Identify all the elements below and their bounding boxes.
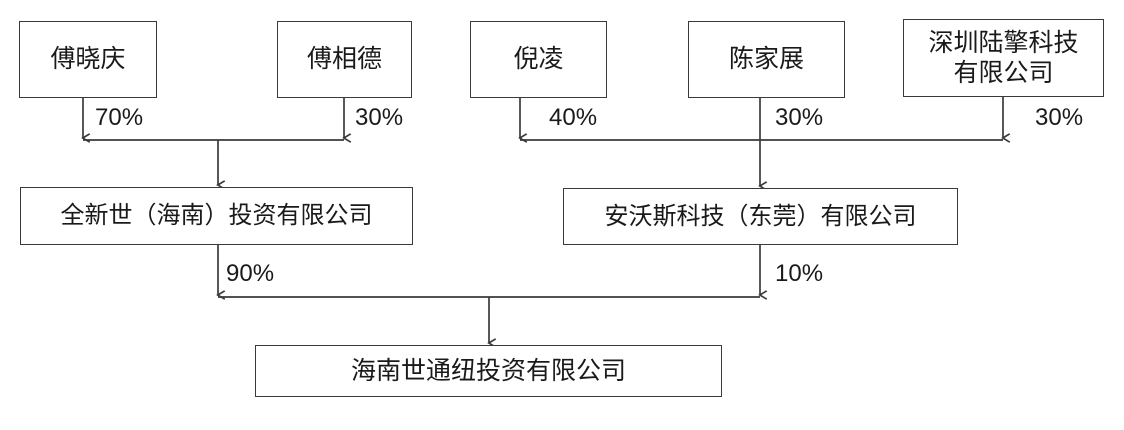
node-fu-xiangde[interactable]: 傅相德 <box>277 21 412 98</box>
node-shenzhen-luqing-label: 深圳陆擎科技 有限公司 <box>928 28 1079 88</box>
node-fu-xiangde-label: 傅相德 <box>306 45 382 74</box>
node-anwosi[interactable]: 安沃斯科技（东莞）有限公司 <box>563 188 958 245</box>
edge-label-shenzhen-luqing-percent: 30% <box>1035 104 1084 131</box>
edge-label-ni-ling-percent: 40% <box>549 104 598 131</box>
edge-label-quanxinshi-percent: 90% <box>226 260 275 287</box>
node-hainan-shitongniu-label: 海南世通纽投资有限公司 <box>350 356 626 385</box>
edge-label-fu-xiaoqing-percent: 70% <box>95 104 144 131</box>
node-ni-ling-label: 倪凌 <box>513 45 564 74</box>
edge-label-fu-xiangde-percent: 30% <box>355 104 404 131</box>
edge-label-anwosi-percent: 10% <box>775 260 824 287</box>
node-fu-xiaoqing[interactable]: 傅晓庆 <box>19 21 157 98</box>
node-anwosi-label: 安沃斯科技（东莞）有限公司 <box>604 202 917 230</box>
node-chen-jiazhan-label: 陈家展 <box>728 45 804 74</box>
edge-label-chen-jiazhan-percent: 30% <box>775 104 824 131</box>
node-quanxinshi-label: 全新世（海南）投资有限公司 <box>60 202 373 230</box>
node-quanxinshi[interactable]: 全新世（海南）投资有限公司 <box>20 187 413 245</box>
node-ni-ling[interactable]: 倪凌 <box>470 21 607 98</box>
node-chen-jiazhan[interactable]: 陈家展 <box>688 21 845 98</box>
node-shenzhen-luqing[interactable]: 深圳陆擎科技 有限公司 <box>903 19 1104 97</box>
node-hainan-shitongniu[interactable]: 海南世通纽投资有限公司 <box>255 345 722 397</box>
node-fu-xiaoqing-label: 傅晓庆 <box>50 45 126 74</box>
